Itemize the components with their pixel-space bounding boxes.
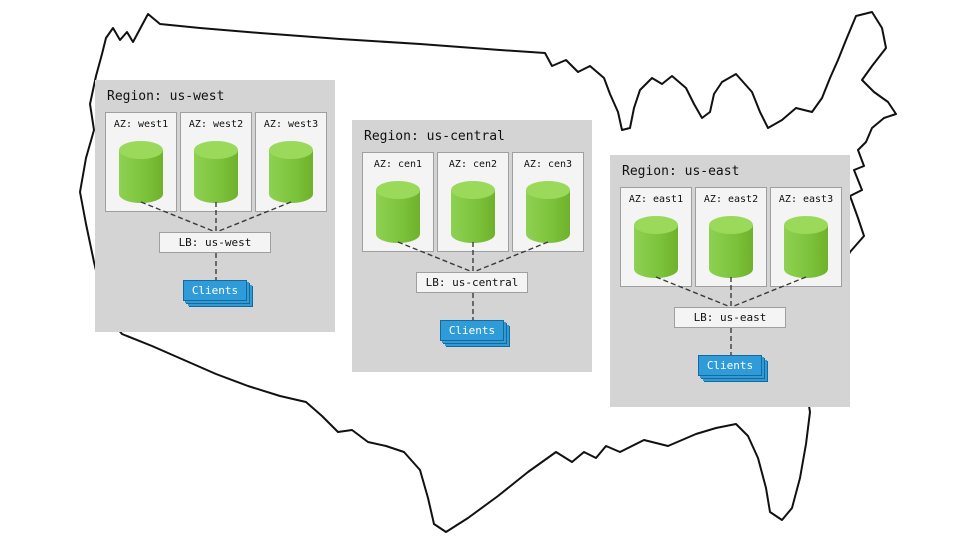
load-balancer-box: LB: us-central <box>416 272 528 293</box>
region-title: Region: us-central <box>364 129 505 144</box>
az-box-east3: AZ: east3 <box>770 187 842 287</box>
az-box-west2: AZ: west2 <box>180 112 252 212</box>
az-label: AZ: cen2 <box>448 159 498 170</box>
az-box-east1: AZ: east1 <box>620 187 692 287</box>
az-label: AZ: east2 <box>703 194 759 205</box>
database-cylinder-icon <box>709 216 753 278</box>
az-label: AZ: east3 <box>778 194 834 205</box>
database-cylinder-icon <box>784 216 828 278</box>
database-cylinder-icon <box>634 216 678 278</box>
clients-box: Clients <box>183 280 247 301</box>
load-balancer-box: LB: us-west <box>159 232 271 253</box>
region-title: Region: us-west <box>107 89 225 104</box>
az-box-east2: AZ: east2 <box>695 187 767 287</box>
az-label: AZ: cen1 <box>373 159 423 170</box>
database-cylinder-icon <box>526 181 570 243</box>
load-balancer-box: LB: us-east <box>674 307 786 328</box>
az-row: AZ: west1 AZ: west2 AZ: west3 <box>105 112 327 212</box>
az-label: AZ: cen3 <box>523 159 573 170</box>
az-box-west1: AZ: west1 <box>105 112 177 212</box>
database-cylinder-icon <box>376 181 420 243</box>
region-us-west: Region: us-west AZ: west1 AZ: west2 AZ: … <box>95 80 335 332</box>
az-row: AZ: cen1 AZ: cen2 AZ: cen3 <box>362 152 584 252</box>
az-label: AZ: west1 <box>113 119 169 130</box>
az-label: AZ: west2 <box>188 119 244 130</box>
az-box-west3: AZ: west3 <box>255 112 327 212</box>
region-title: Region: us-east <box>622 164 740 179</box>
clients-box: Clients <box>698 355 762 376</box>
az-box-cen2: AZ: cen2 <box>437 152 509 252</box>
az-label: AZ: west3 <box>263 119 319 130</box>
database-cylinder-icon <box>451 181 495 243</box>
az-box-cen3: AZ: cen3 <box>512 152 584 252</box>
az-box-cen1: AZ: cen1 <box>362 152 434 252</box>
az-label: AZ: east1 <box>628 194 684 205</box>
region-us-east: Region: us-east AZ: east1 AZ: east2 AZ: … <box>610 155 850 407</box>
clients-box: Clients <box>440 320 504 341</box>
database-cylinder-icon <box>194 141 238 203</box>
database-cylinder-icon <box>119 141 163 203</box>
az-row: AZ: east1 AZ: east2 AZ: east3 <box>620 187 842 287</box>
database-cylinder-icon <box>269 141 313 203</box>
region-us-central: Region: us-central AZ: cen1 AZ: cen2 AZ:… <box>352 120 592 372</box>
